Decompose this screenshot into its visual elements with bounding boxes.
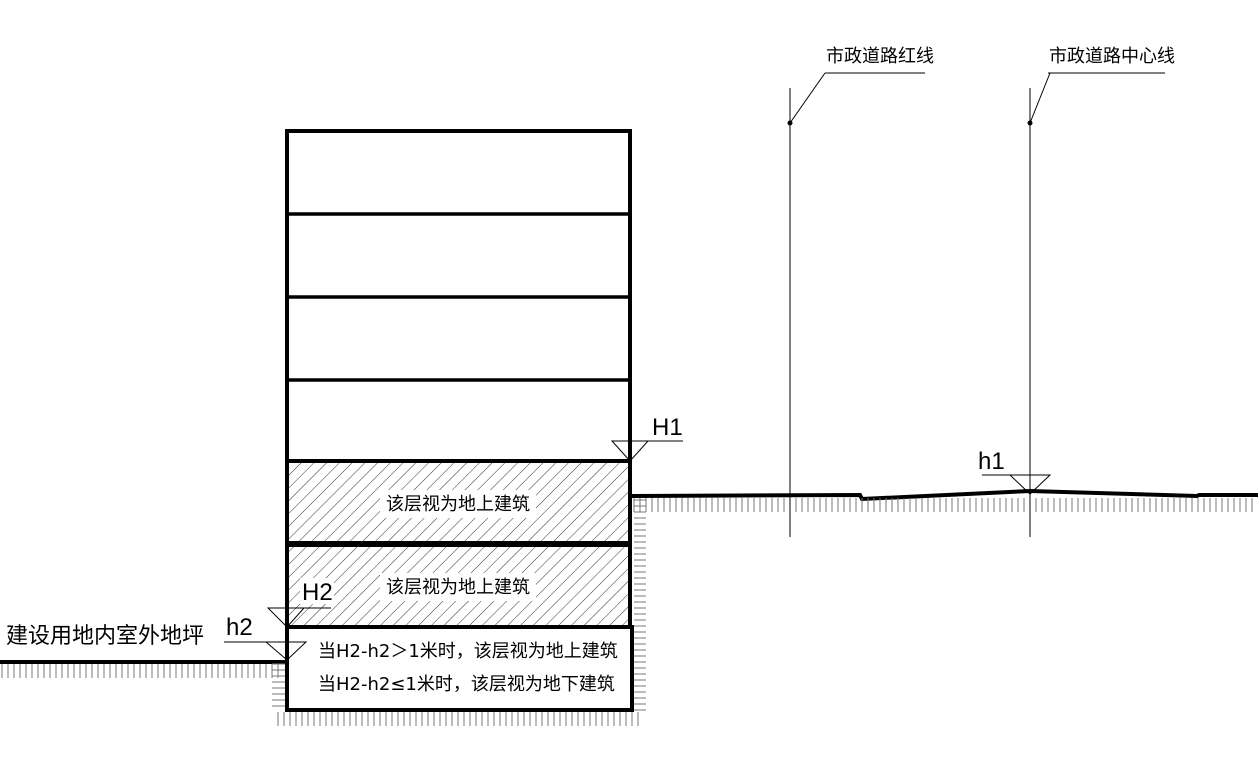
label-bg-1 — [380, 490, 536, 518]
bottom-floor — [285, 625, 634, 712]
center-line-leader — [1029, 72, 1051, 124]
red-line-label: 市政道路红线 — [826, 46, 934, 67]
h1-label: h1 — [978, 448, 1005, 475]
red-line-leader — [789, 72, 826, 124]
H2-label: H2 — [302, 579, 333, 606]
rule-below-label: 当H2-h2≤1米时，该层视为地下建筑 — [318, 674, 615, 695]
road-ground-line — [629, 488, 1258, 502]
h2-label: h2 — [226, 614, 253, 641]
H1-mark-triangle — [610, 440, 650, 462]
red-line-dot — [787, 120, 793, 126]
side-hatch-ticks — [272, 499, 646, 711]
floor-2-label: 该层视为地上建筑 — [386, 577, 530, 598]
ground-hatch-ticks — [1, 498, 1253, 726]
h1-mark-triangle — [1008, 474, 1052, 495]
center-line-dot — [1027, 120, 1033, 126]
floor-1-label: 该层视为地上建筑 — [386, 494, 530, 515]
label-bg-2 — [380, 573, 536, 601]
H1-label: H1 — [652, 414, 683, 441]
H2-mark-triangle — [266, 607, 306, 628]
h2-mark-triangle — [264, 641, 308, 661]
center-line-label: 市政道路中心线 — [1049, 46, 1175, 67]
rule-above-label: 当H2-h2＞1米时，该层视为地上建筑 — [318, 641, 618, 662]
H2-label-bg — [300, 578, 334, 604]
outdoor-ground-label: 建设用地内室外地坪 — [6, 624, 204, 649]
